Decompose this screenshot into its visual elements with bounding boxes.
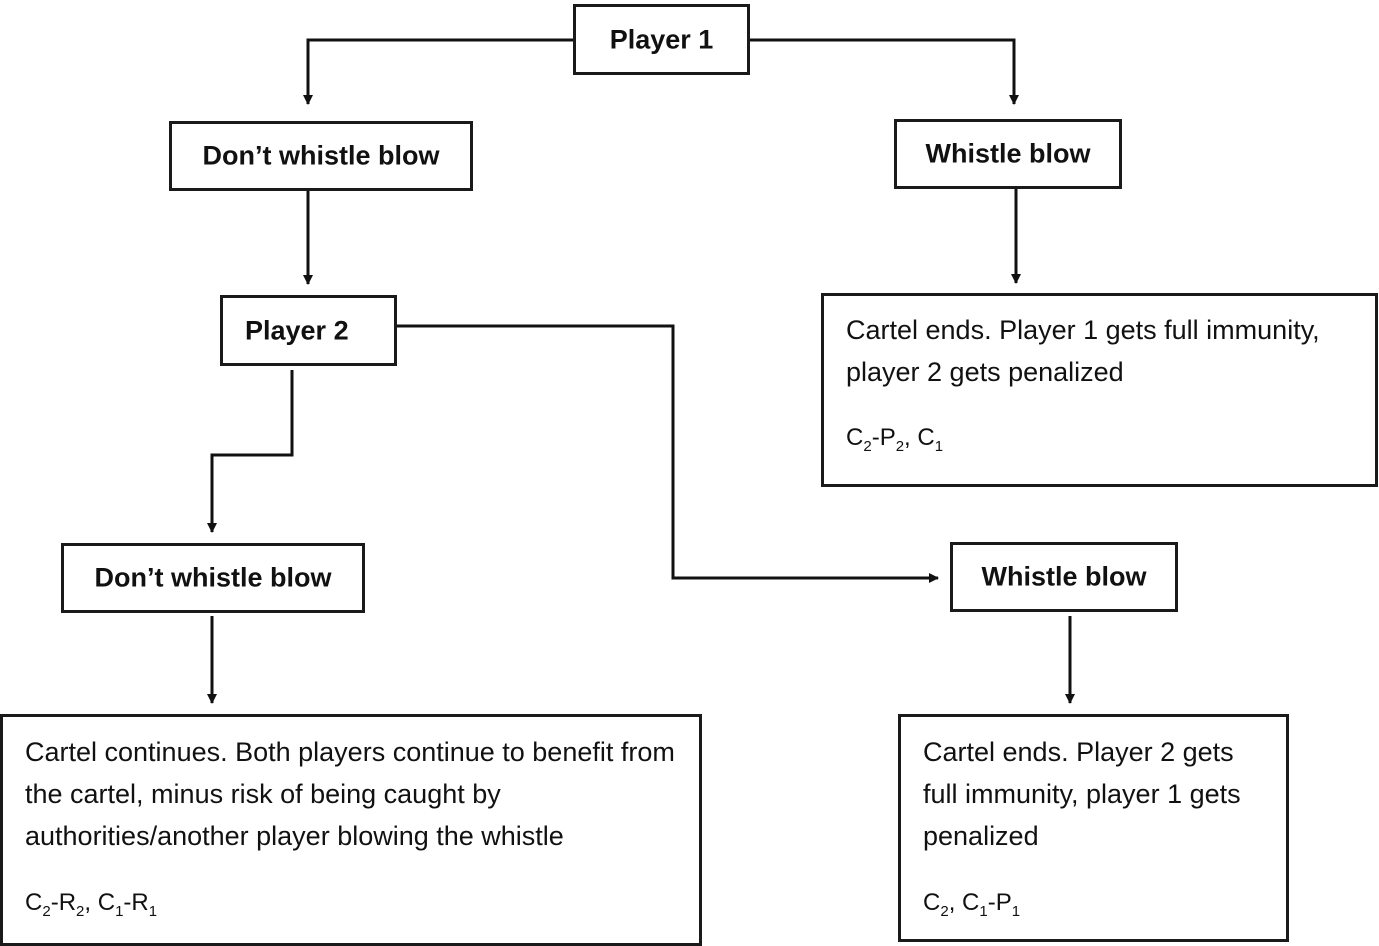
payoff-symbol: C <box>923 889 941 916</box>
payoff-subscript: 2 <box>863 437 872 455</box>
payoff-operator: , <box>948 889 963 916</box>
outcome-description: Cartel continues. Both players continue … <box>25 737 675 851</box>
payoff-operator: - <box>987 889 996 916</box>
node-p2-dont-whistle-blow: Don’t whistle blow <box>61 543 365 613</box>
node-player2: Player 2 <box>220 295 397 366</box>
payoff-subscript: 1 <box>1011 902 1021 920</box>
edge-player2-to-dont <box>207 370 294 533</box>
node-label: Player 1 <box>609 24 714 54</box>
edge-player1-to-blow <box>749 38 1019 105</box>
outcome-description: Cartel ends. Player 1 gets full immunity… <box>846 315 1320 387</box>
payoff-subscript: 2 <box>76 902 85 920</box>
payoff-subscript: 1 <box>148 902 158 920</box>
payoff-operator: , <box>84 889 98 916</box>
edge-player1-to-dont <box>303 38 574 105</box>
outcome-description: Cartel ends. Player 2 gets full immunity… <box>923 737 1241 851</box>
node-label: Whistle blow <box>925 138 1091 169</box>
payoff-symbol: R <box>58 889 77 916</box>
outcome-p1-whistle-blow: Cartel ends. Player 1 gets full immunity… <box>821 293 1378 487</box>
payoff-symbol: C <box>846 424 864 451</box>
payoff-subscript: 2 <box>42 902 51 920</box>
payoff-subscript: 2 <box>940 902 949 920</box>
outcome-payoff: C2-P2, C1 <box>846 424 943 455</box>
node-label: Whistle blow <box>981 561 1147 592</box>
payoff-symbol: C <box>917 424 935 451</box>
payoff-symbol: C <box>25 889 43 916</box>
payoff-symbol: P <box>879 424 896 451</box>
payoff-symbol: C <box>962 889 980 916</box>
payoff-subscript: 2 <box>895 437 905 455</box>
node-label: Don’t whistle blow <box>94 562 332 593</box>
node-player1: Player 1 <box>573 4 750 75</box>
node-label: Player 2 <box>245 315 349 345</box>
outcome-payoff: C2, C1-P1 <box>923 889 1020 920</box>
payoff-operator: - <box>871 424 880 451</box>
payoff-operator: - <box>123 889 132 916</box>
outcome-payoff: C2-R2, C1-R1 <box>25 889 157 920</box>
payoff-symbol: P <box>995 889 1012 916</box>
payoff-symbol: R <box>131 889 149 916</box>
node-p1-dont-whistle-blow: Don’t whistle blow <box>169 121 473 191</box>
outcome-p2-whistle-blow: Cartel ends. Player 2 gets full immunity… <box>898 714 1289 942</box>
payoff-operator: - <box>50 889 59 916</box>
node-p2-whistle-blow: Whistle blow <box>950 542 1178 612</box>
payoff-operator: , <box>904 424 918 451</box>
edge-player2-to-blow <box>396 324 939 583</box>
outcome-both-dont-whistle-blow: Cartel continues. Both players continue … <box>0 714 702 946</box>
payoff-symbol: C <box>97 889 116 916</box>
payoff-subscript: 1 <box>934 437 944 455</box>
node-label: Don’t whistle blow <box>202 140 440 171</box>
payoff-subscript: 1 <box>115 902 124 920</box>
node-p1-whistle-blow: Whistle blow <box>894 119 1122 189</box>
payoff-subscript: 1 <box>979 902 988 920</box>
